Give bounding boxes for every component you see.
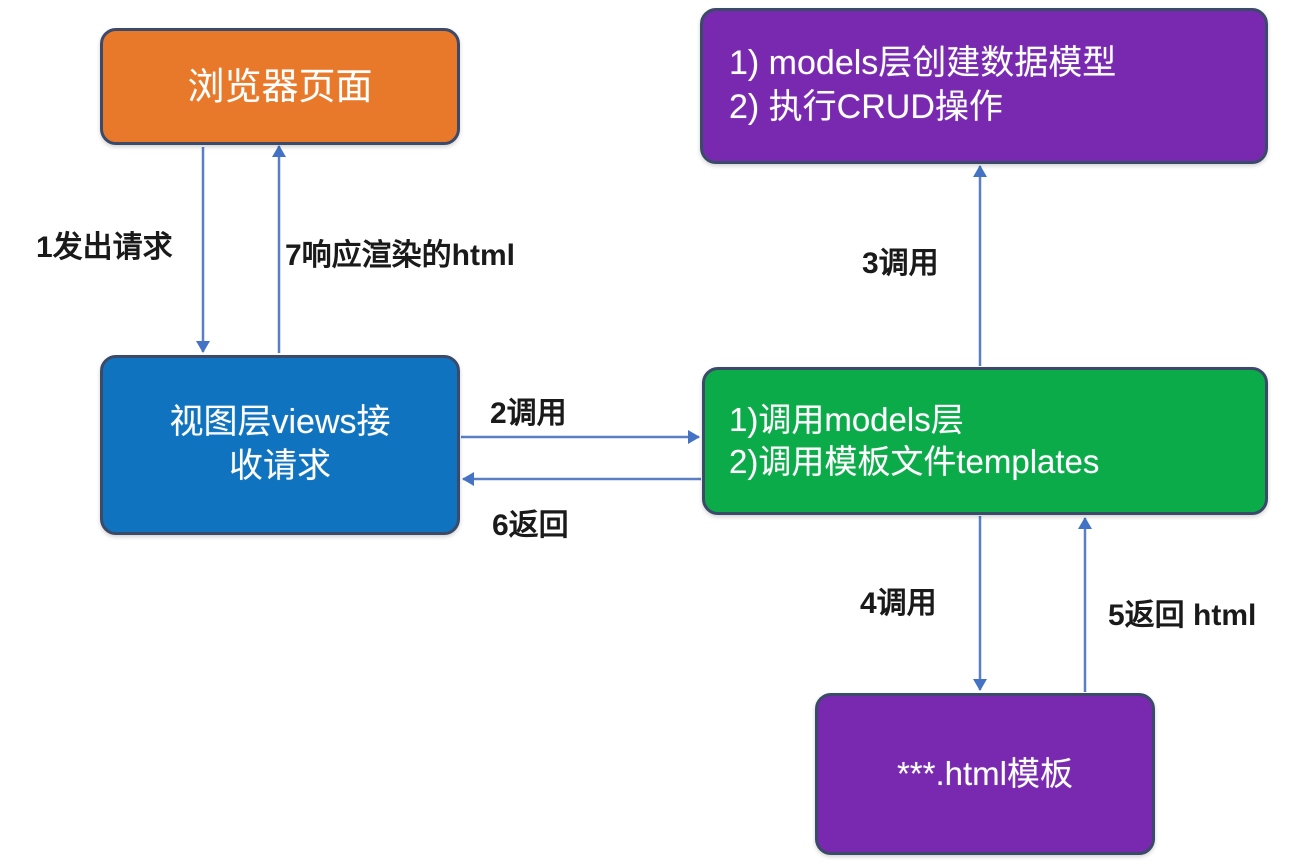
edge-label-3-call: 3调用 bbox=[862, 247, 939, 280]
node-browser-page-label: 浏览器页面 bbox=[187, 65, 373, 107]
edge-label-7-rendered-html: 7响应渲染的html bbox=[285, 239, 516, 272]
node-html-template[interactable]: ***.html模板 bbox=[815, 693, 1155, 855]
node-views-layer[interactable]: 视图层views接 收请求 bbox=[100, 355, 460, 535]
node-browser-page[interactable]: 浏览器页面 bbox=[100, 28, 460, 145]
edge-label-4-call: 4调用 bbox=[860, 587, 937, 620]
node-views-actions-label: 1)调用models层 2)调用模板文件templates bbox=[729, 400, 1100, 480]
edge-label-1-send-request: 1发出请求 bbox=[36, 231, 173, 264]
node-models-layer[interactable]: 1) models层创建数据模型 2) 执行CRUD操作 bbox=[700, 8, 1268, 164]
node-html-template-label: ***.html模板 bbox=[896, 754, 1074, 792]
edge-label-5-return-html: 5返回 html bbox=[1108, 599, 1257, 632]
edge-label-6-return: 6返回 bbox=[492, 509, 569, 542]
node-views-layer-label: 视图层views接 收请求 bbox=[169, 403, 391, 485]
edge-label-2-call: 2调用 bbox=[490, 397, 567, 430]
node-models-layer-label: 1) models层创建数据模型 2) 执行CRUD操作 bbox=[729, 44, 1117, 126]
node-views-actions[interactable]: 1)调用models层 2)调用模板文件templates bbox=[702, 367, 1268, 515]
